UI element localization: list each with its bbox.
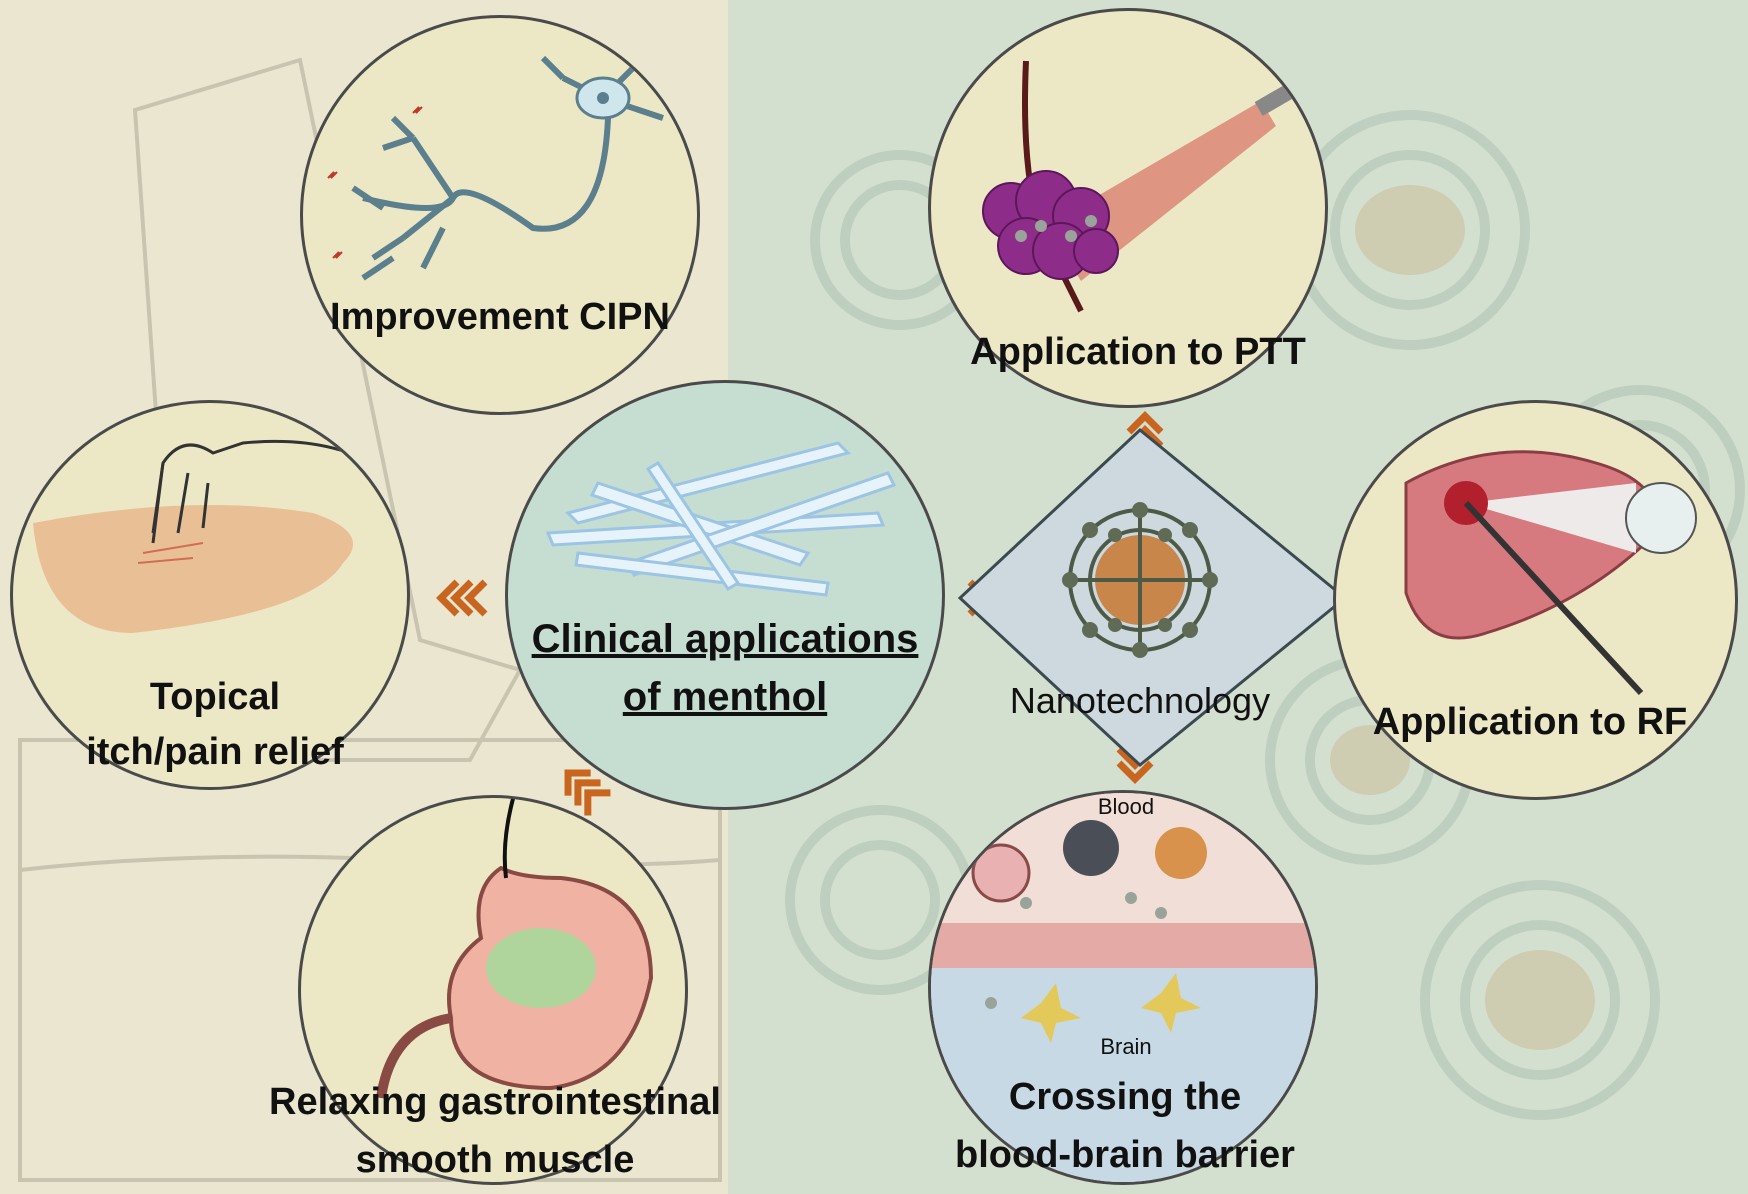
label-gi-line1: Relaxing gastrointestinal [269,1081,721,1123]
rf-liver-icon [1404,450,1697,696]
circle-application-rf [1333,400,1738,800]
circle-topical-itch [10,400,410,790]
label-application-ptt: Application to PTT [970,331,1306,373]
label-bbb-line1: Crossing the [1008,1076,1242,1118]
label-topical-line2: itch/pain relief [86,731,344,773]
circle-application-ptt [928,8,1328,408]
label-application-rf: Application to RF [1372,701,1688,743]
center-title-line2: of menthol [622,675,828,719]
stomach-icon [376,798,654,1099]
hand-scratch-icon [33,439,404,633]
menthol-crystals-icon [545,441,897,597]
circle-improvement-cipn [300,15,700,415]
arrow-to-itch [436,579,488,617]
label-gi-line2: smooth muscle [355,1139,635,1181]
center-title-line1: Clinical applications [531,617,919,661]
circle-relaxing-gi [298,795,688,1185]
circle-center-menthol [505,380,945,810]
nanotechnology-label: Nanotechnology [1009,680,1271,721]
bbb-brain-label: Brain [1100,1034,1152,1059]
fullerene-icon [1062,502,1218,658]
arrow-to-gi [564,769,611,816]
circle-crossing-bbb: Blood Brain [928,790,1318,1185]
bbb-diagram-icon [931,793,1315,1182]
bbb-blood-label: Blood [1097,794,1155,819]
label-bbb-line2: blood-brain barrier [955,1134,1295,1176]
label-improvement-cipn: Improvement CIPN [330,296,670,338]
label-topical-line1: Topical [149,676,281,718]
ptt-laser-icon [982,60,1298,313]
neuron-icon [327,55,664,281]
